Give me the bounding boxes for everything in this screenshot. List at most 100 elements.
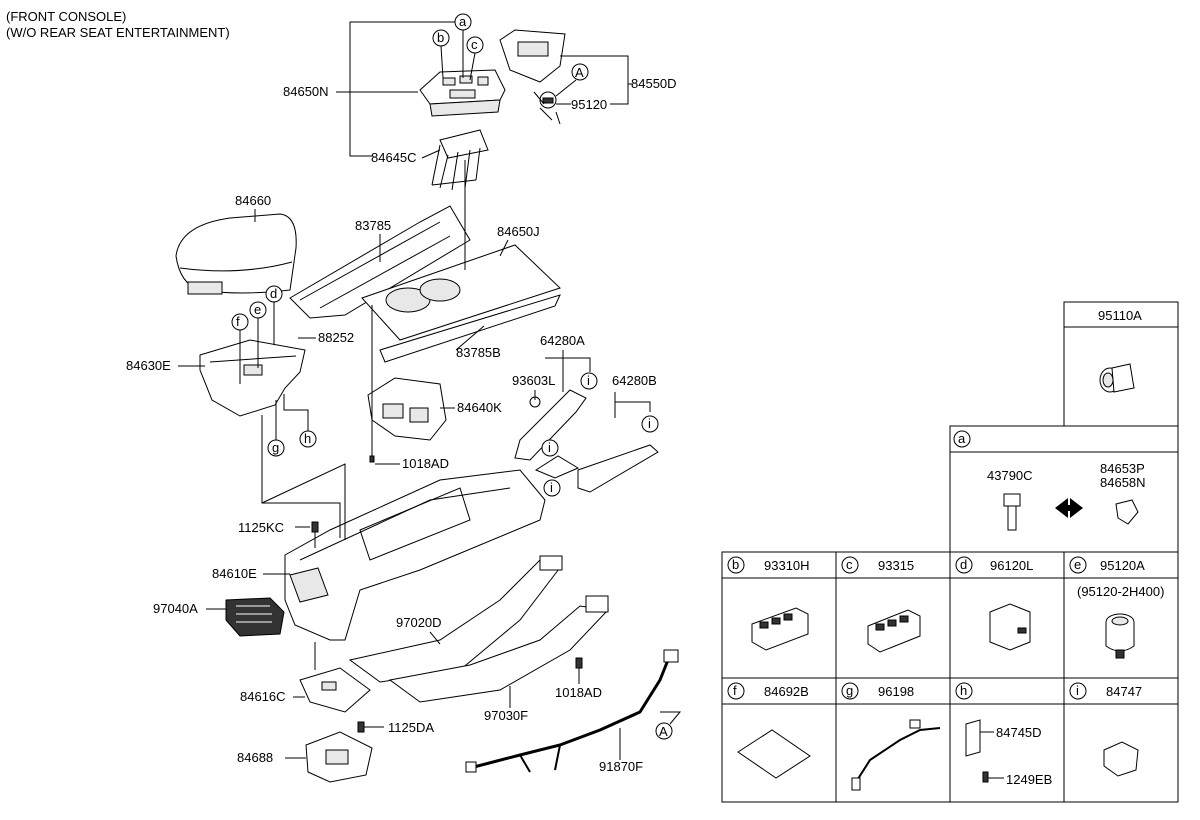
header-line-2: (W/O REAR SEAT ENTERTAINMENT) (6, 25, 230, 40)
panel-b-letter: b (732, 557, 739, 572)
part-label-95120[interactable]: 95120 (571, 97, 607, 112)
panel-d-callout (955, 556, 973, 574)
panel-c-code[interactable]: 93315 (878, 558, 914, 573)
callout-g-letter: g (272, 440, 279, 455)
callout-i-1[interactable] (580, 372, 598, 390)
bezel-part-drawing (419, 69, 506, 117)
panel-d-code[interactable]: 96120L (990, 558, 1033, 573)
part-label-88252[interactable]: 88252 (318, 330, 354, 345)
panel-d-letter: d (960, 557, 967, 572)
panel-a-part-right-1[interactable]: 84653P (1100, 461, 1145, 476)
panel-a-part-right-2[interactable]: 84658N (1100, 475, 1146, 490)
panel-b-code[interactable]: 93310H (764, 558, 810, 573)
part-label-64280A[interactable]: 64280A (540, 333, 585, 348)
bracket-64280B-part-drawing (577, 444, 659, 493)
callout-A-top[interactable] (571, 63, 589, 81)
power-outlet-part-drawing (533, 91, 561, 125)
part-label-84640K[interactable]: 84640K (457, 400, 502, 415)
part-label-84688[interactable]: 84688 (237, 750, 273, 765)
part-label-1018AD-bottom[interactable]: 1018AD (555, 685, 602, 700)
callout-i-2-letter: i (548, 440, 551, 455)
callout-c-letter: c (471, 37, 478, 52)
double-arrow-icon (1055, 498, 1083, 518)
panel-h-part-1[interactable]: 84745D (996, 725, 1042, 740)
panel-c-callout (841, 556, 859, 574)
part-label-84660[interactable]: 84660 (235, 193, 271, 208)
callout-i-4-letter: i (648, 416, 651, 431)
callout-A-top-letter: A (575, 65, 584, 80)
shift-boot-part-drawing (431, 129, 489, 191)
clip-84747-icon (1103, 741, 1139, 777)
panel-a-letter: a (958, 431, 966, 446)
upper-cover-84650J-part-drawing (361, 244, 561, 363)
callout-i-3[interactable] (543, 479, 561, 497)
vent-97040A-part-drawing (225, 597, 285, 637)
panel-f-callout (727, 682, 745, 700)
panel-g-code[interactable]: 96198 (878, 684, 914, 699)
panel-a-part-left[interactable]: 43790C (987, 468, 1033, 483)
callout-b-letter: b (437, 30, 444, 45)
callout-d-letter: d (270, 286, 277, 301)
shifter-panel-part-drawing (499, 29, 566, 83)
panel-e-callout (1069, 556, 1087, 574)
panel-i-letter: i (1076, 683, 1079, 698)
panel-95110A: 95110A (1063, 301, 1179, 427)
callout-A-bottom[interactable] (655, 722, 673, 740)
callout-f-letter: f (236, 314, 240, 329)
module-84688-part-drawing (305, 731, 373, 783)
part-label-84650J[interactable]: 84650J (497, 224, 540, 239)
part-label-97020D[interactable]: 97020D (396, 615, 442, 630)
part-label-91870F[interactable]: 91870F (599, 759, 643, 774)
mat-84692B-icon (737, 729, 811, 779)
panel-a-callout (953, 430, 971, 448)
part-label-1125DA[interactable]: 1125DA (388, 720, 434, 735)
callout-i-3-letter: i (550, 480, 553, 495)
panel-e-code[interactable]: 95120A (1100, 558, 1145, 573)
callout-A-bottom-letter: A (659, 724, 668, 739)
clip-right-icon (1115, 499, 1139, 525)
callout-i-4[interactable] (641, 415, 659, 433)
part-label-93603L[interactable]: 93603L (512, 373, 555, 388)
panel-f-letter: f (733, 683, 737, 698)
callout-a-letter: a (459, 14, 467, 29)
part-label-84650N[interactable]: 84650N (283, 84, 329, 99)
armrest-part-drawing (175, 213, 297, 295)
panel-g-letter: g (846, 683, 853, 698)
part-label-83785B[interactable]: 83785B (456, 345, 501, 360)
part-label-97040A[interactable]: 97040A (153, 601, 198, 616)
storage-box-84630E-part-drawing (199, 339, 306, 417)
panel-f-code[interactable]: 84692B (764, 684, 809, 699)
part-label-97030F[interactable]: 97030F (484, 708, 528, 723)
panel-a: a 43790C 84653P 84658N (949, 425, 1179, 553)
clip-left-icon (1003, 493, 1021, 531)
switch-93310H-icon (751, 607, 809, 651)
part-label-1125KC[interactable]: 1125KC (238, 520, 284, 535)
panel-h-part-2[interactable]: 1249EB (1006, 772, 1052, 787)
panel-95110A-code[interactable]: 95110A (1098, 308, 1142, 323)
power-outlet-95120A-icon (1105, 613, 1135, 659)
part-label-84550D[interactable]: 84550D (631, 76, 677, 91)
console-body-84610E-part-drawing (284, 469, 546, 641)
part-label-83785[interactable]: 83785 (355, 218, 391, 233)
bracket-64280A-part-drawing (514, 389, 587, 461)
part-label-84616C[interactable]: 84616C (240, 689, 286, 704)
callout-i-1-letter: i (587, 373, 590, 388)
part-label-84645C[interactable]: 84645C (371, 150, 417, 165)
callout-f[interactable] (231, 313, 249, 331)
panel-e-letter: e (1074, 557, 1081, 572)
cable-96198-icon (851, 719, 941, 791)
panel-c-letter: c (846, 557, 853, 572)
part-label-64280B[interactable]: 64280B (612, 373, 657, 388)
duct-97030F-part-drawing (388, 595, 610, 703)
panel-i-callout (1069, 682, 1087, 700)
callout-i-2[interactable] (541, 439, 559, 457)
cupholder-84640K-part-drawing (367, 377, 447, 441)
jack-96120L-icon (989, 603, 1031, 651)
switch-93315-icon (867, 609, 921, 653)
part-label-84630E[interactable]: 84630E (126, 358, 171, 373)
panel-i-code[interactable]: 84747 (1106, 684, 1142, 699)
bracket-84616C-part-drawing (299, 667, 371, 713)
part-label-1018AD-top[interactable]: 1018AD (402, 456, 449, 471)
part-label-84610E[interactable]: 84610E (212, 566, 257, 581)
